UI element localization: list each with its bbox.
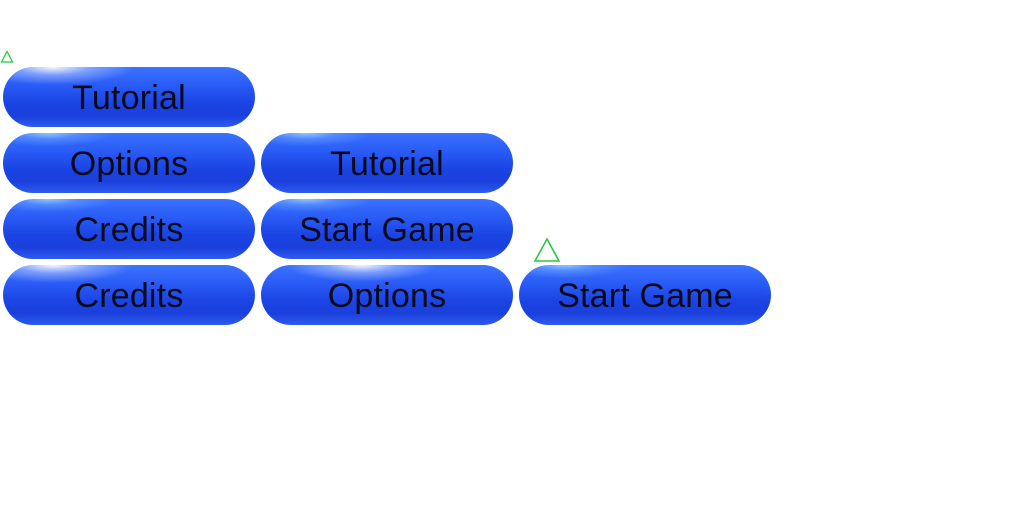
start-game-button-label: Start Game bbox=[299, 210, 475, 249]
selection-triangle-icon bbox=[0, 50, 14, 63]
tutorial-button-label: Tutorial bbox=[72, 78, 186, 117]
tutorial-button-label: Tutorial bbox=[330, 144, 444, 183]
credits-button-label: Credits bbox=[74, 276, 184, 315]
credits-button[interactable]: Credits bbox=[3, 199, 255, 259]
start-game-button[interactable]: Start Game bbox=[261, 199, 513, 259]
options-button-label: Options bbox=[327, 276, 447, 315]
options-button[interactable]: Options bbox=[3, 133, 255, 193]
tutorial-button[interactable]: Tutorial bbox=[3, 67, 255, 127]
start-game-button-label: Start Game bbox=[557, 276, 733, 315]
start-game-button[interactable]: Start Game bbox=[519, 265, 771, 325]
credits-button[interactable]: Credits bbox=[3, 265, 255, 325]
selection-triangle-icon bbox=[533, 237, 561, 262]
tutorial-button[interactable]: Tutorial bbox=[261, 133, 513, 193]
options-button[interactable]: Options bbox=[261, 265, 513, 325]
credits-button-label: Credits bbox=[74, 210, 184, 249]
options-button-label: Options bbox=[69, 144, 189, 183]
